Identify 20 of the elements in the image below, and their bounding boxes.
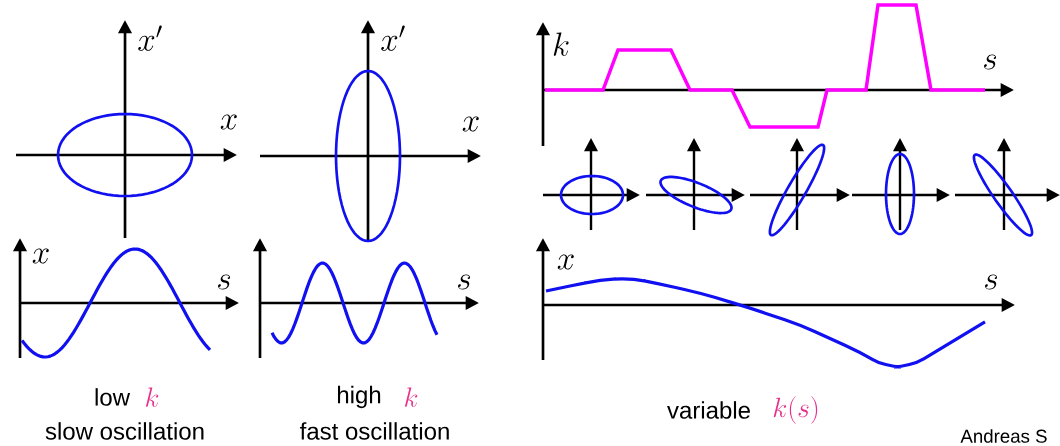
- caption-text: fast oscillation: [300, 422, 449, 440]
- axis-label: $x$: [220, 114, 237, 130]
- parameter-symbol: $k(s)$: [773, 396, 818, 424]
- axis-label: $k$: [553, 32, 569, 56]
- author-credit: Andreas S: [960, 429, 1047, 443]
- axis-label: $x'$: [381, 25, 405, 51]
- axis-label: $x$: [462, 116, 479, 132]
- axis-label: $s$: [985, 274, 998, 290]
- caption-text: variable: [667, 401, 750, 419]
- parameter-symbol: $k$: [146, 387, 159, 407]
- axis-label: $x'$: [138, 25, 162, 51]
- axis-label: $s$: [218, 274, 231, 290]
- axis-label: $s$: [984, 54, 997, 70]
- caption-text: high: [338, 385, 381, 409]
- axis-label: $x$: [557, 254, 574, 270]
- axis-label: $x$: [32, 248, 49, 264]
- axis-label: $s$: [458, 274, 471, 290]
- caption-text: low: [95, 388, 131, 406]
- caption-text: slow oscillation: [45, 422, 204, 440]
- parameter-symbol: $k$: [405, 387, 418, 407]
